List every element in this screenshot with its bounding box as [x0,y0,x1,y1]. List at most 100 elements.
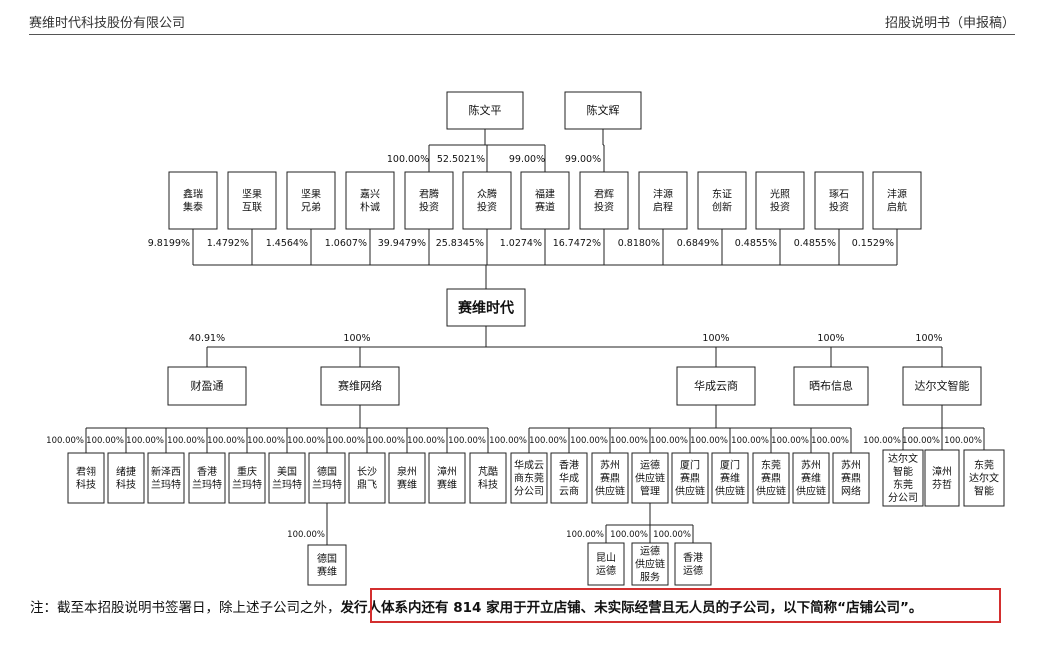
darwin-subsidiary-box-label: 分公司 [888,492,918,504]
yunde-subsidiary-box-frame [674,542,712,586]
footnote-highlighted-text: 发行人体系内还有 814 家用于开立店铺、未实际经营且无人员的子公司，以下简称“… [340,600,923,616]
network-subsidiary-box-label: 兰玛特 [192,478,222,491]
shareholder-box-label: 鑫瑞 [183,188,203,201]
huacheng-subsidiary-box-label: 供应链 [635,472,665,485]
shareholder-box-label: 投资 [419,201,439,214]
germany-saiwei-box-label: 德国 [317,552,337,565]
shareholder-box-label: 坚果 [242,189,262,201]
huacheng-subsidiary-box-label: 厦门 [680,459,700,472]
huacheng-subsidiary-box-label: 供应链 [595,485,625,498]
yunde-subsidiary-box-label: 运德 [596,564,616,577]
huacheng-subsidiary-box-label: 商东莞 [514,472,544,485]
germany-saiwei-box-frame [307,544,347,586]
huacheng-subsidiary-box-label: 香港 [559,460,579,472]
shareholder-box-label: 琢石 [829,190,849,201]
huacheng-subsidiary-box-frame [631,452,669,504]
shareholder-box-label: 互联 [242,202,262,214]
pct-shareholder: 0.6849% [677,238,719,249]
huacheng-subsidiary-box-label: 赛鼎 [600,472,620,485]
network-subsidiary-box-label: 漳州 [437,465,457,478]
shareholder-box-label: 集泰 [183,201,203,214]
pct-shareholder: 0.4855% [735,238,777,249]
huacheng-subsidiary-box-label: 苏州 [600,459,620,472]
network-subsidiary-box-label: 科技 [478,478,498,491]
level2-company-box: 达尔文智能 [902,366,982,406]
level2-company-box: 财盈通 [167,366,247,406]
huacheng-subsidiary-box-label: 网络 [841,485,861,498]
pct-huacheng-sub: 100.00% [690,436,728,446]
network-subsidiary-box-label: 科技 [116,478,136,491]
pct-huacheng-sub: 100.00% [529,436,567,446]
network-subsidiary-box-frame [428,452,466,504]
pct-network-sub: 100.00% [367,436,405,446]
shareholder-box-label: 光照 [770,188,790,201]
pct-huacheng-sub: 100.00% [771,436,809,446]
level2-company-box-frame [167,366,247,406]
darwin-subsidiary-box-label: 东莞 [893,478,913,491]
shareholder-box-label: 福建 [535,188,555,201]
level2-company-box: 赛维网络 [320,366,400,406]
huacheng-subsidiary-box-frame [752,452,790,504]
pct-shareholder: 0.8180% [618,238,660,249]
network-subsidiary-box-label: 新泽西 [151,465,181,478]
yunde-subsidiary-box-frame [631,542,669,586]
shareholder-box-label: 沣源 [887,188,907,201]
huacheng-subsidiary-box-label: 云商 [559,485,579,498]
pct-shareholder: 9.8199% [148,238,190,249]
network-subsidiary-box-label: 鼎飞 [357,479,377,491]
pct-huacheng-sub: 100.00% [489,436,527,446]
pct-huacheng-sub: 100.00% [650,436,688,446]
huacheng-subsidiary-box-label: 华成云 [514,459,544,472]
huacheng-subsidiary-box-label: 分公司 [514,486,544,498]
network-subsidiary-box-frame [348,452,386,504]
network-subsidiary-box-label: 美国 [277,465,297,478]
network-subsidiary-box-label: 长沙 [357,466,377,478]
pct-darwin-sub: 100.00% [944,436,982,446]
person-chen-wenping-label: 陈文平 [469,103,502,117]
huacheng-subsidiary-box-label: 管理 [640,485,660,498]
pct-shareholder: 1.0607% [325,238,367,249]
pct-cwp-zhongteng: 52.5021% [437,154,485,165]
darwin-subsidiary-box-label: 芬哲 [932,479,952,491]
darwin-subsidiary-box-label: 达尔文 [969,472,999,485]
yunde-subsidiary-box-label: 运德 [683,564,703,577]
level2-company-box-label: 晒布信息 [809,379,853,393]
level2-company-box: 华成云商 [676,366,756,406]
network-subsidiary-box-label: 赛维 [437,478,457,491]
huacheng-subsidiary-box-label: 赛维 [801,472,821,485]
pct-network-sub: 100.00% [167,436,205,446]
shareholder-box-label: 君腾 [419,188,439,201]
darwin-subsidiary-box-frame [963,449,1005,507]
footnote: 注：截至本招股说明书签署日，除上述子公司之外，发行人体系内还有 814 家用于开… [30,596,922,616]
shareholder-box-frame [638,171,688,230]
yunde-subsidiary-box-label: 昆山 [596,552,616,564]
network-subsidiary-box-frame [469,452,507,504]
pct-network-sub: 100.00% [407,436,445,446]
huacheng-subsidiary-box-label: 苏州 [801,459,821,472]
company-saiwei-shidai: 赛维时代 [446,288,526,327]
huacheng-subsidiary-box-label: 供应链 [756,485,786,498]
network-subsidiary-box-frame [308,452,346,504]
huacheng-subsidiary-box-label: 赛鼎 [761,472,781,485]
shareholder-box-frame [755,171,805,230]
darwin-subsidiary-box-label: 智能 [974,485,994,498]
yunde-subsidiary-box-label: 香港 [683,552,703,564]
pct-network-sub: 100.00% [247,436,285,446]
